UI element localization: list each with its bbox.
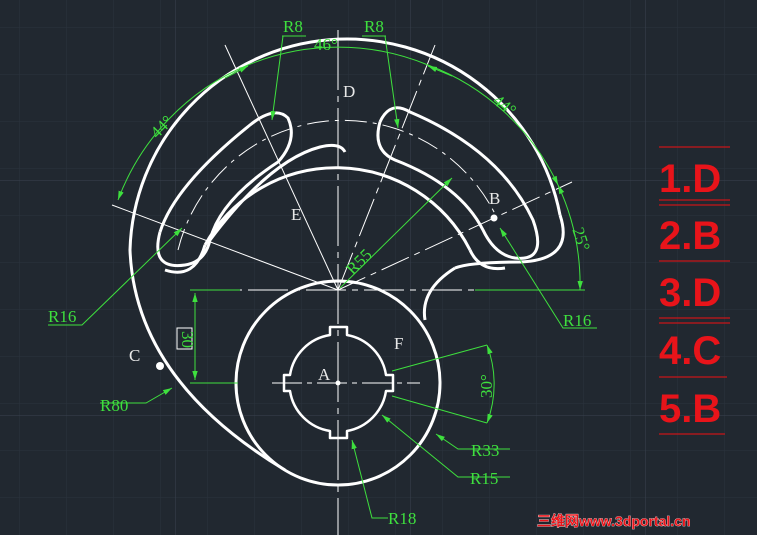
- answer-4: 4.C: [659, 329, 721, 373]
- dim-r16-right: R16: [563, 311, 591, 330]
- answer-3: 3.D: [659, 271, 721, 315]
- point-a-marker: [335, 380, 341, 386]
- point-c-marker: [156, 362, 164, 370]
- point-b-marker: [490, 214, 498, 222]
- dim-angle-30: 30°: [477, 374, 496, 398]
- dim-r8-left: R8: [283, 17, 303, 36]
- dim-r15: R15: [470, 469, 498, 488]
- dim-linear-30: 30: [178, 331, 197, 348]
- answer-1: 1.D: [659, 157, 721, 201]
- watermark: 三维网www.3dportal.cn: [537, 513, 691, 529]
- point-label-b: B: [489, 189, 500, 208]
- point-label-a: A: [318, 365, 331, 384]
- dim-r80: R80: [100, 396, 128, 415]
- part-outline: [128, 37, 565, 487]
- point-label-f: F: [394, 334, 403, 353]
- dim-r18: R18: [388, 509, 416, 528]
- answer-2: 2.B: [659, 214, 721, 258]
- dim-linear-30-box: [176, 327, 193, 350]
- point-label-d: D: [343, 82, 355, 101]
- dim-angle-46: 46°: [314, 35, 338, 54]
- point-label-c: C: [129, 346, 140, 365]
- dim-r33: R33: [471, 441, 499, 460]
- point-label-e: E: [291, 205, 301, 224]
- dim-r16-left: R16: [48, 307, 76, 326]
- dimension-lines: [48, 35, 597, 519]
- answer-5: 5.B: [659, 387, 721, 431]
- answer-key: 1.D 2.B 3.D 4.C 5.B: [659, 146, 730, 435]
- dim-r8-right: R8: [364, 17, 384, 36]
